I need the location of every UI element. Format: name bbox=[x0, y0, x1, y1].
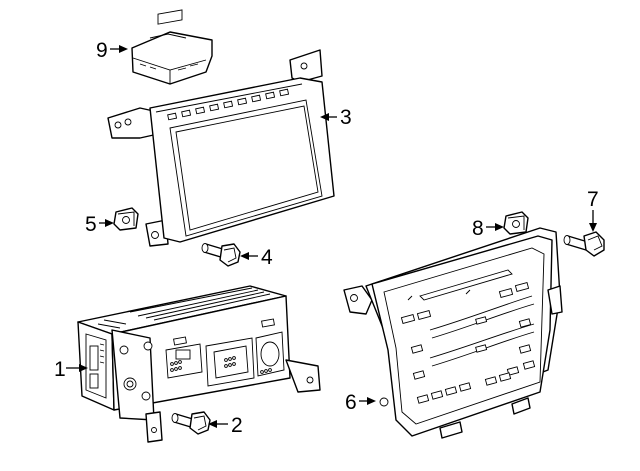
callout-number-8: 8 bbox=[472, 217, 484, 240]
callout-6: 6 bbox=[345, 391, 376, 414]
callout-number-5: 5 bbox=[85, 213, 97, 236]
callout-number-7: 7 bbox=[587, 188, 599, 211]
callout-number-2: 2 bbox=[231, 414, 243, 437]
part-5-clip[interactable] bbox=[113, 207, 139, 231]
part-1-radio-receiver[interactable] bbox=[77, 285, 321, 443]
callout-number-4: 4 bbox=[261, 246, 273, 269]
part-4-bolt[interactable] bbox=[201, 243, 241, 267]
callout-5: 5 bbox=[85, 213, 114, 236]
part-7-bolt[interactable] bbox=[563, 231, 605, 257]
callout-4: 4 bbox=[240, 246, 273, 269]
callout-8: 8 bbox=[472, 217, 504, 240]
part-2-bolt[interactable] bbox=[171, 411, 211, 435]
callout-number-3: 3 bbox=[340, 106, 352, 129]
part-8-clip[interactable] bbox=[503, 211, 529, 235]
callout-number-1: 1 bbox=[54, 358, 66, 381]
callout-number-9: 9 bbox=[96, 39, 108, 62]
callout-3: 3 bbox=[320, 106, 352, 129]
part-3-display-screen[interactable] bbox=[107, 49, 335, 247]
part-6-control-panel[interactable] bbox=[343, 227, 563, 439]
callout-number-6: 6 bbox=[345, 391, 357, 414]
callout-7: 7 bbox=[587, 188, 599, 232]
callout-1: 1 bbox=[54, 358, 88, 381]
callout-9: 9 bbox=[96, 39, 128, 62]
part-9-control-module[interactable] bbox=[131, 9, 213, 85]
callout-2: 2 bbox=[208, 414, 243, 437]
